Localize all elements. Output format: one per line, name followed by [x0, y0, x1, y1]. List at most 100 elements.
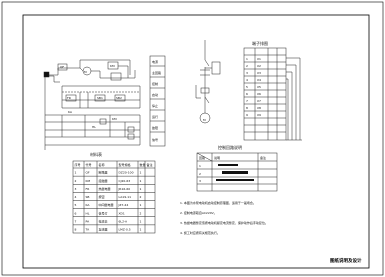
svg-text:X2: X2	[257, 64, 261, 68]
table-cell: 8	[75, 228, 77, 232]
table-cell: PA	[86, 219, 91, 223]
svg-text:X6: X6	[257, 92, 261, 96]
table-cell: 1	[140, 203, 142, 207]
table-cell: LA19-11	[119, 195, 132, 199]
note-line: 2. 控制电源取自AC220V。	[180, 210, 217, 215]
table-cell: 2	[199, 172, 201, 176]
svg-text:KM: KM	[110, 64, 115, 68]
table-cell: 1	[140, 228, 142, 232]
svg-text:4: 4	[246, 78, 248, 82]
svg-text:HL: HL	[92, 125, 96, 129]
note-line: 4. 施工时应按有关规范执行。	[180, 230, 220, 235]
table-cell: FR	[86, 187, 90, 191]
table-cell: 互感器	[99, 227, 108, 232]
table-cell: 1	[140, 219, 142, 223]
motor-symbol-label: M	[203, 118, 206, 122]
table-cell: 1	[140, 187, 142, 191]
note-line: 1. 本图为水泵电动机启动控制原理图，适用于一般场合。	[180, 200, 256, 205]
svg-text:X9: X9	[257, 113, 261, 117]
inner-frame	[22, 14, 370, 269]
single-line-diagram	[195, 40, 221, 124]
note-line: 3. 热继电器整定值按电动机额定电流整定，保护动作后手动复位。	[180, 220, 268, 225]
table-cell: 1	[140, 179, 142, 183]
table-cell: 3	[75, 187, 77, 191]
table-header-cell: 代号	[86, 162, 92, 167]
table-header-cell: 说明	[214, 155, 220, 160]
table-cell: JR16-60	[118, 187, 131, 191]
svg-text:QF: QF	[60, 65, 64, 69]
material-table	[72, 160, 156, 234]
table-header-cell: 名称	[99, 162, 105, 167]
notes-block: 1. 本图为水泵电动机启动控制原理图，适用于一般场合。 2. 控制电源取自AC22…	[180, 200, 268, 235]
terminal-table	[243, 47, 302, 141]
svg-text:X7: X7	[257, 99, 261, 103]
svg-text:X5: X5	[257, 85, 261, 89]
svg-text:7: 7	[246, 99, 248, 103]
svg-text:5: 5	[246, 85, 248, 89]
legend-column-text: 电源 主回路 控制 启动 停止 运行 故障 信号	[152, 59, 161, 142]
explain-table-title: 控制回路说明	[218, 144, 242, 150]
material-table-title: 材料表	[90, 151, 102, 157]
table-cell: LMZ-0.5	[119, 228, 131, 232]
table-cell: 接触器	[99, 178, 108, 183]
svg-text:1: 1	[246, 57, 248, 61]
table-cell: HL	[86, 211, 90, 215]
svg-text:X3: X3	[257, 71, 261, 75]
svg-text:电源: 电源	[152, 59, 158, 64]
svg-text:主回路: 主回路	[152, 70, 161, 75]
svg-text:控制: 控制	[152, 81, 158, 86]
title-block: 图纸说明及设计	[330, 257, 362, 264]
table-cell: 按钮	[99, 194, 105, 199]
svg-text:FR: FR	[67, 96, 71, 100]
table-cell: 信号灯	[99, 210, 108, 215]
table-header-cell: 序号	[75, 162, 81, 167]
svg-text:信号: 信号	[152, 137, 158, 142]
table-header-cell: 回路	[199, 155, 205, 160]
table-header-cell: 备注	[147, 162, 153, 167]
svg-text:KM: KM	[112, 117, 117, 121]
schematic-labels: QF M KM FR SB1 SB2 KA HL KM	[60, 64, 122, 129]
explain-table	[196, 152, 278, 192]
table-cell: 5	[75, 203, 77, 207]
table-cell: 1	[75, 171, 77, 175]
table-cell: 断路器	[99, 170, 108, 175]
table-cell: 热继电器	[99, 186, 111, 191]
explain-table-content: 回路说明备注123	[199, 155, 266, 183]
table-cell: 2	[140, 211, 142, 215]
svg-text:SB1: SB1	[97, 96, 103, 100]
schematic-legend-column	[149, 55, 166, 147]
svg-text:X1: X1	[257, 57, 261, 61]
table-cell: 1	[140, 171, 142, 175]
table-cell: TA	[85, 228, 91, 232]
table-cell: DZ20-100	[119, 171, 134, 175]
table-header-cell: 备注	[260, 155, 266, 160]
table-cell: 2	[75, 179, 77, 183]
svg-text:运行: 运行	[152, 114, 158, 119]
svg-text:3: 3	[246, 71, 248, 75]
table-cell: 中间继电器	[99, 202, 114, 207]
table-header-cell: 型号规格	[119, 162, 131, 167]
table-cell: 6L2-A	[119, 219, 129, 223]
table-cell: KM	[86, 179, 91, 183]
svg-text:X4: X4	[257, 78, 261, 82]
table-cell: QF	[86, 171, 90, 175]
svg-text:M: M	[84, 70, 87, 74]
svg-text:KA: KA	[68, 110, 73, 114]
table-header-cell: 数量	[140, 162, 146, 167]
svg-text:启动: 启动	[152, 92, 158, 97]
table-cell: SB	[86, 195, 90, 199]
svg-text:9: 9	[246, 113, 248, 117]
svg-text:故障: 故障	[152, 125, 158, 130]
table-cell: 6	[75, 211, 77, 215]
svg-text:SB2: SB2	[116, 96, 122, 100]
svg-text:6: 6	[246, 92, 248, 96]
svg-text:X8: X8	[257, 106, 261, 110]
table-cell: XD1	[119, 211, 125, 215]
control-schematic	[43, 59, 141, 150]
table-cell: JZ7-44	[118, 203, 129, 207]
